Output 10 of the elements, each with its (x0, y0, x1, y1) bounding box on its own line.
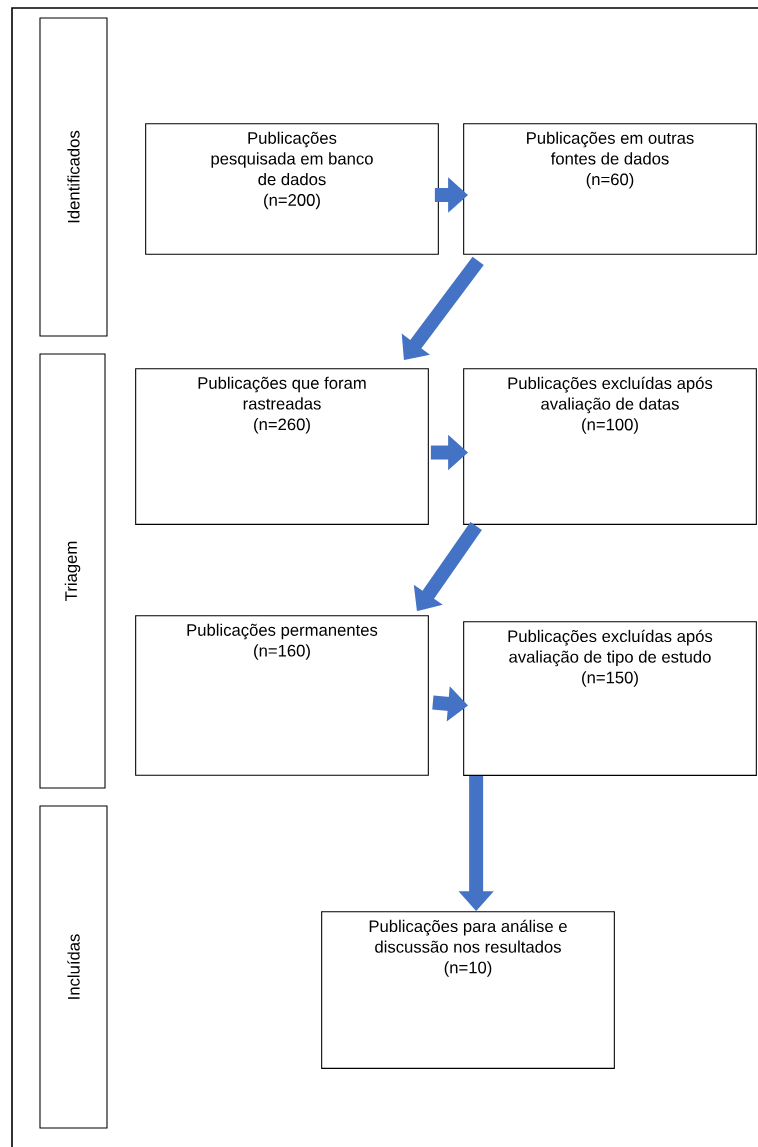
stage-band: Triagem (39, 353, 106, 789)
process-box: Publicações para análise e discussão nos resultados (n=10) (321, 911, 615, 1069)
process-box: Publicações permanentes (n=160) (135, 615, 429, 776)
process-box: Publicações pesquisada em banco de dados (n=200) (145, 123, 439, 255)
process-box: Publicações excluídas após avaliação de tipo de estudo (n=150) (463, 621, 757, 776)
process-box: Publicações excluídas após avaliação de datas (n=100) (463, 368, 757, 525)
stage-band: Identificados (39, 17, 108, 337)
process-box: Publicações que foram rastreadas (n=260) (135, 368, 429, 525)
stage-band: Incluídas (39, 805, 108, 1129)
process-box: Publicações em outras fontes de dados (n=60) (463, 123, 757, 255)
